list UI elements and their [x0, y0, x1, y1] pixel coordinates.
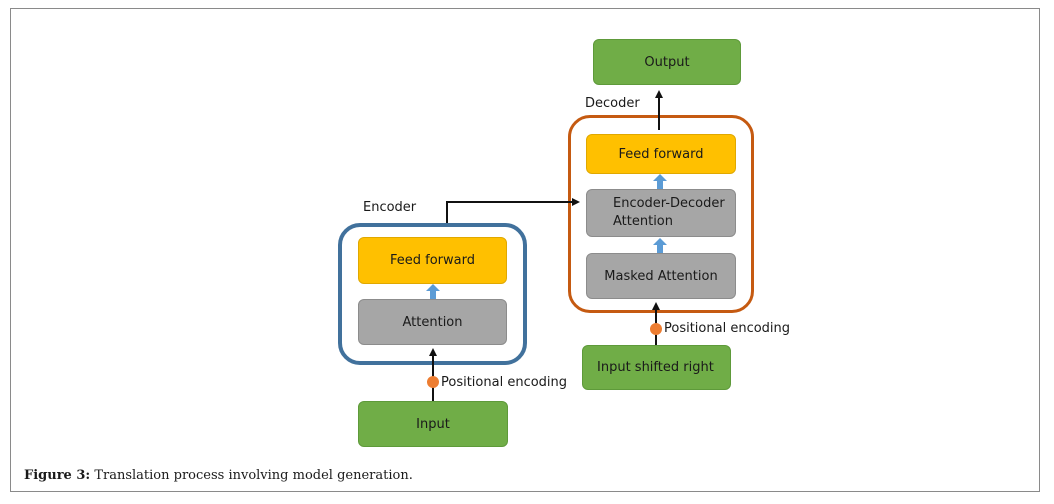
- encoder-decoder-attention-node: Encoder-Decoder Attention: [586, 189, 736, 237]
- decoder-small-up-arrow-2: [653, 174, 667, 189]
- figure-caption: Figure 3: Translation process involving …: [24, 468, 413, 483]
- masked-attention-node: Masked Attention: [586, 253, 736, 299]
- encoder-positional-dot: [427, 376, 439, 388]
- output-node: Output: [593, 39, 741, 85]
- figure-caption-text: Translation process involving model gene…: [90, 468, 413, 483]
- decoder-group: [568, 115, 754, 313]
- input-node: Input: [358, 401, 508, 447]
- encoder-feed-forward-node: Feed forward: [358, 237, 507, 284]
- figure-caption-label: Figure 3:: [24, 468, 91, 483]
- encoder-label: Encoder: [363, 200, 417, 215]
- decoder-positional-encoding-label: Positional encoding: [664, 321, 791, 336]
- input-shifted-right-node: Input shifted right: [582, 345, 731, 390]
- decoder-label: Decoder: [585, 96, 640, 111]
- encoder-to-decoder-arrow: [446, 198, 580, 223]
- decoder-feed-forward-node: Feed forward: [586, 134, 736, 174]
- encoder-attention-node: Attention: [358, 299, 507, 345]
- decoder-small-up-arrow-1: [653, 238, 667, 253]
- encoder-positional-encoding-label: Positional encoding: [441, 375, 568, 390]
- encoder-small-up-arrow: [426, 284, 440, 299]
- decoder-positional-dot: [650, 323, 662, 335]
